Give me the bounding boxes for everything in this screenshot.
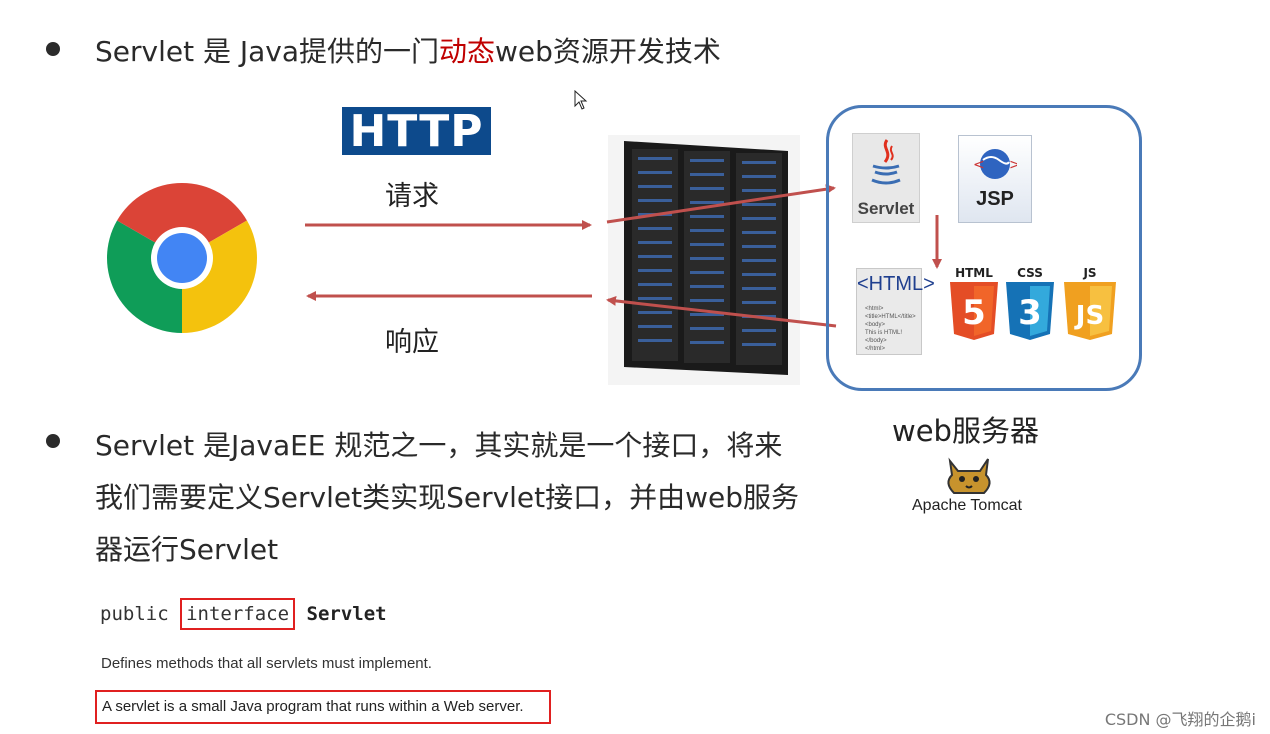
bullet-1-prefix: Servlet 是 Java提供的一门: [95, 35, 440, 68]
http-logo-text: HTTP: [349, 105, 484, 157]
bullet-dot-1: [46, 42, 60, 56]
html-doc-code: <html> <title>HTML</title> <body> This i…: [865, 305, 916, 353]
html-doc-icon: <HTML> <html> <title>HTML</title> <body>…: [856, 268, 935, 355]
javadoc-description-2: A servlet is a small Java program that r…: [102, 698, 524, 715]
code-class-name: Servlet: [306, 603, 387, 625]
html-doc-line: </html>: [865, 346, 886, 352]
tomcat-cat-icon: [947, 457, 991, 494]
svg-text:5: 5: [962, 293, 986, 333]
js-label: JS: [1083, 266, 1097, 280]
web-server-label: web服务器: [892, 414, 1039, 448]
javadoc-signature: public interface Servlet: [100, 598, 387, 630]
code-interface-highlight: interface: [180, 598, 296, 630]
mouse-cursor-icon: [574, 90, 588, 110]
javadoc-description-1: Defines methods that all servlets must i…: [101, 655, 432, 672]
html-doc-line: This is HTML!: [865, 330, 903, 336]
tomcat-label: Apache Tomcat: [912, 497, 1022, 514]
bullet-1-text: Servlet 是 Java提供的一门动态web资源开发技术: [95, 30, 721, 70]
svg-text:JS: JS: [1074, 301, 1104, 331]
bullet-dot-2: [46, 434, 60, 448]
jsp-icon-label: JSP: [976, 188, 1014, 210]
bullet-2-line-2: 我们需要定义Servlet类实现Servlet接口，并由web服务: [95, 481, 800, 514]
jsp-icon: < > JSP: [958, 135, 1032, 223]
watermark: CSDN @飞翔的企鹅i: [1104, 710, 1256, 729]
bullet-2-line-3: 器运行Servlet: [95, 533, 279, 566]
javadoc-description-2-highlight: A servlet is a small Java program that r…: [95, 690, 551, 724]
html-to-server-arrow: [606, 295, 837, 328]
css3-label: CSS: [1017, 266, 1043, 280]
request-label: 请求: [385, 181, 439, 212]
http-logo: HTTP: [342, 105, 491, 157]
chrome-icon: [107, 183, 257, 333]
bullet-2-line-1: Servlet 是JavaEE 规范之一，其实就是一个接口，将来: [95, 429, 783, 462]
css3-badge: CSS 3: [1004, 266, 1056, 346]
bullet-1-highlight: 动态: [439, 35, 496, 68]
js-shield-icon: JS: [1064, 282, 1116, 340]
response-label: 响应: [385, 327, 439, 358]
html-doc-line: <body>: [865, 322, 886, 328]
globe-icon: < >: [973, 149, 1017, 179]
code-public: public: [100, 603, 169, 625]
html5-label: HTML: [955, 266, 993, 280]
svg-text:>: >: [1009, 157, 1017, 173]
svg-text:3: 3: [1018, 293, 1042, 333]
bullet-2-text: Servlet 是JavaEE 规范之一，其实就是一个接口，将来 我们需要定义S…: [95, 420, 835, 576]
html-doc-line: </body>: [865, 338, 887, 344]
java-cup-icon: [871, 139, 901, 185]
web-server-box: [826, 105, 1142, 391]
svg-text:<: <: [973, 157, 985, 173]
js-badge: JS JS: [1062, 266, 1118, 346]
html-doc-line: <html>: [865, 306, 884, 312]
html-doc-line: <title>HTML</title>: [865, 314, 916, 320]
servlet-icon-label: Servlet: [857, 199, 915, 218]
html5-badge: HTML 5: [948, 266, 1000, 346]
html5-shield-icon: 5: [950, 282, 998, 340]
css3-shield-icon: 3: [1006, 282, 1054, 340]
servlet-icon: Servlet: [852, 133, 920, 223]
bullet-1-suffix: web资源开发技术: [495, 35, 721, 68]
server-to-servlet-arrow: [606, 184, 836, 224]
html-doc-label: <HTML>: [857, 273, 935, 295]
